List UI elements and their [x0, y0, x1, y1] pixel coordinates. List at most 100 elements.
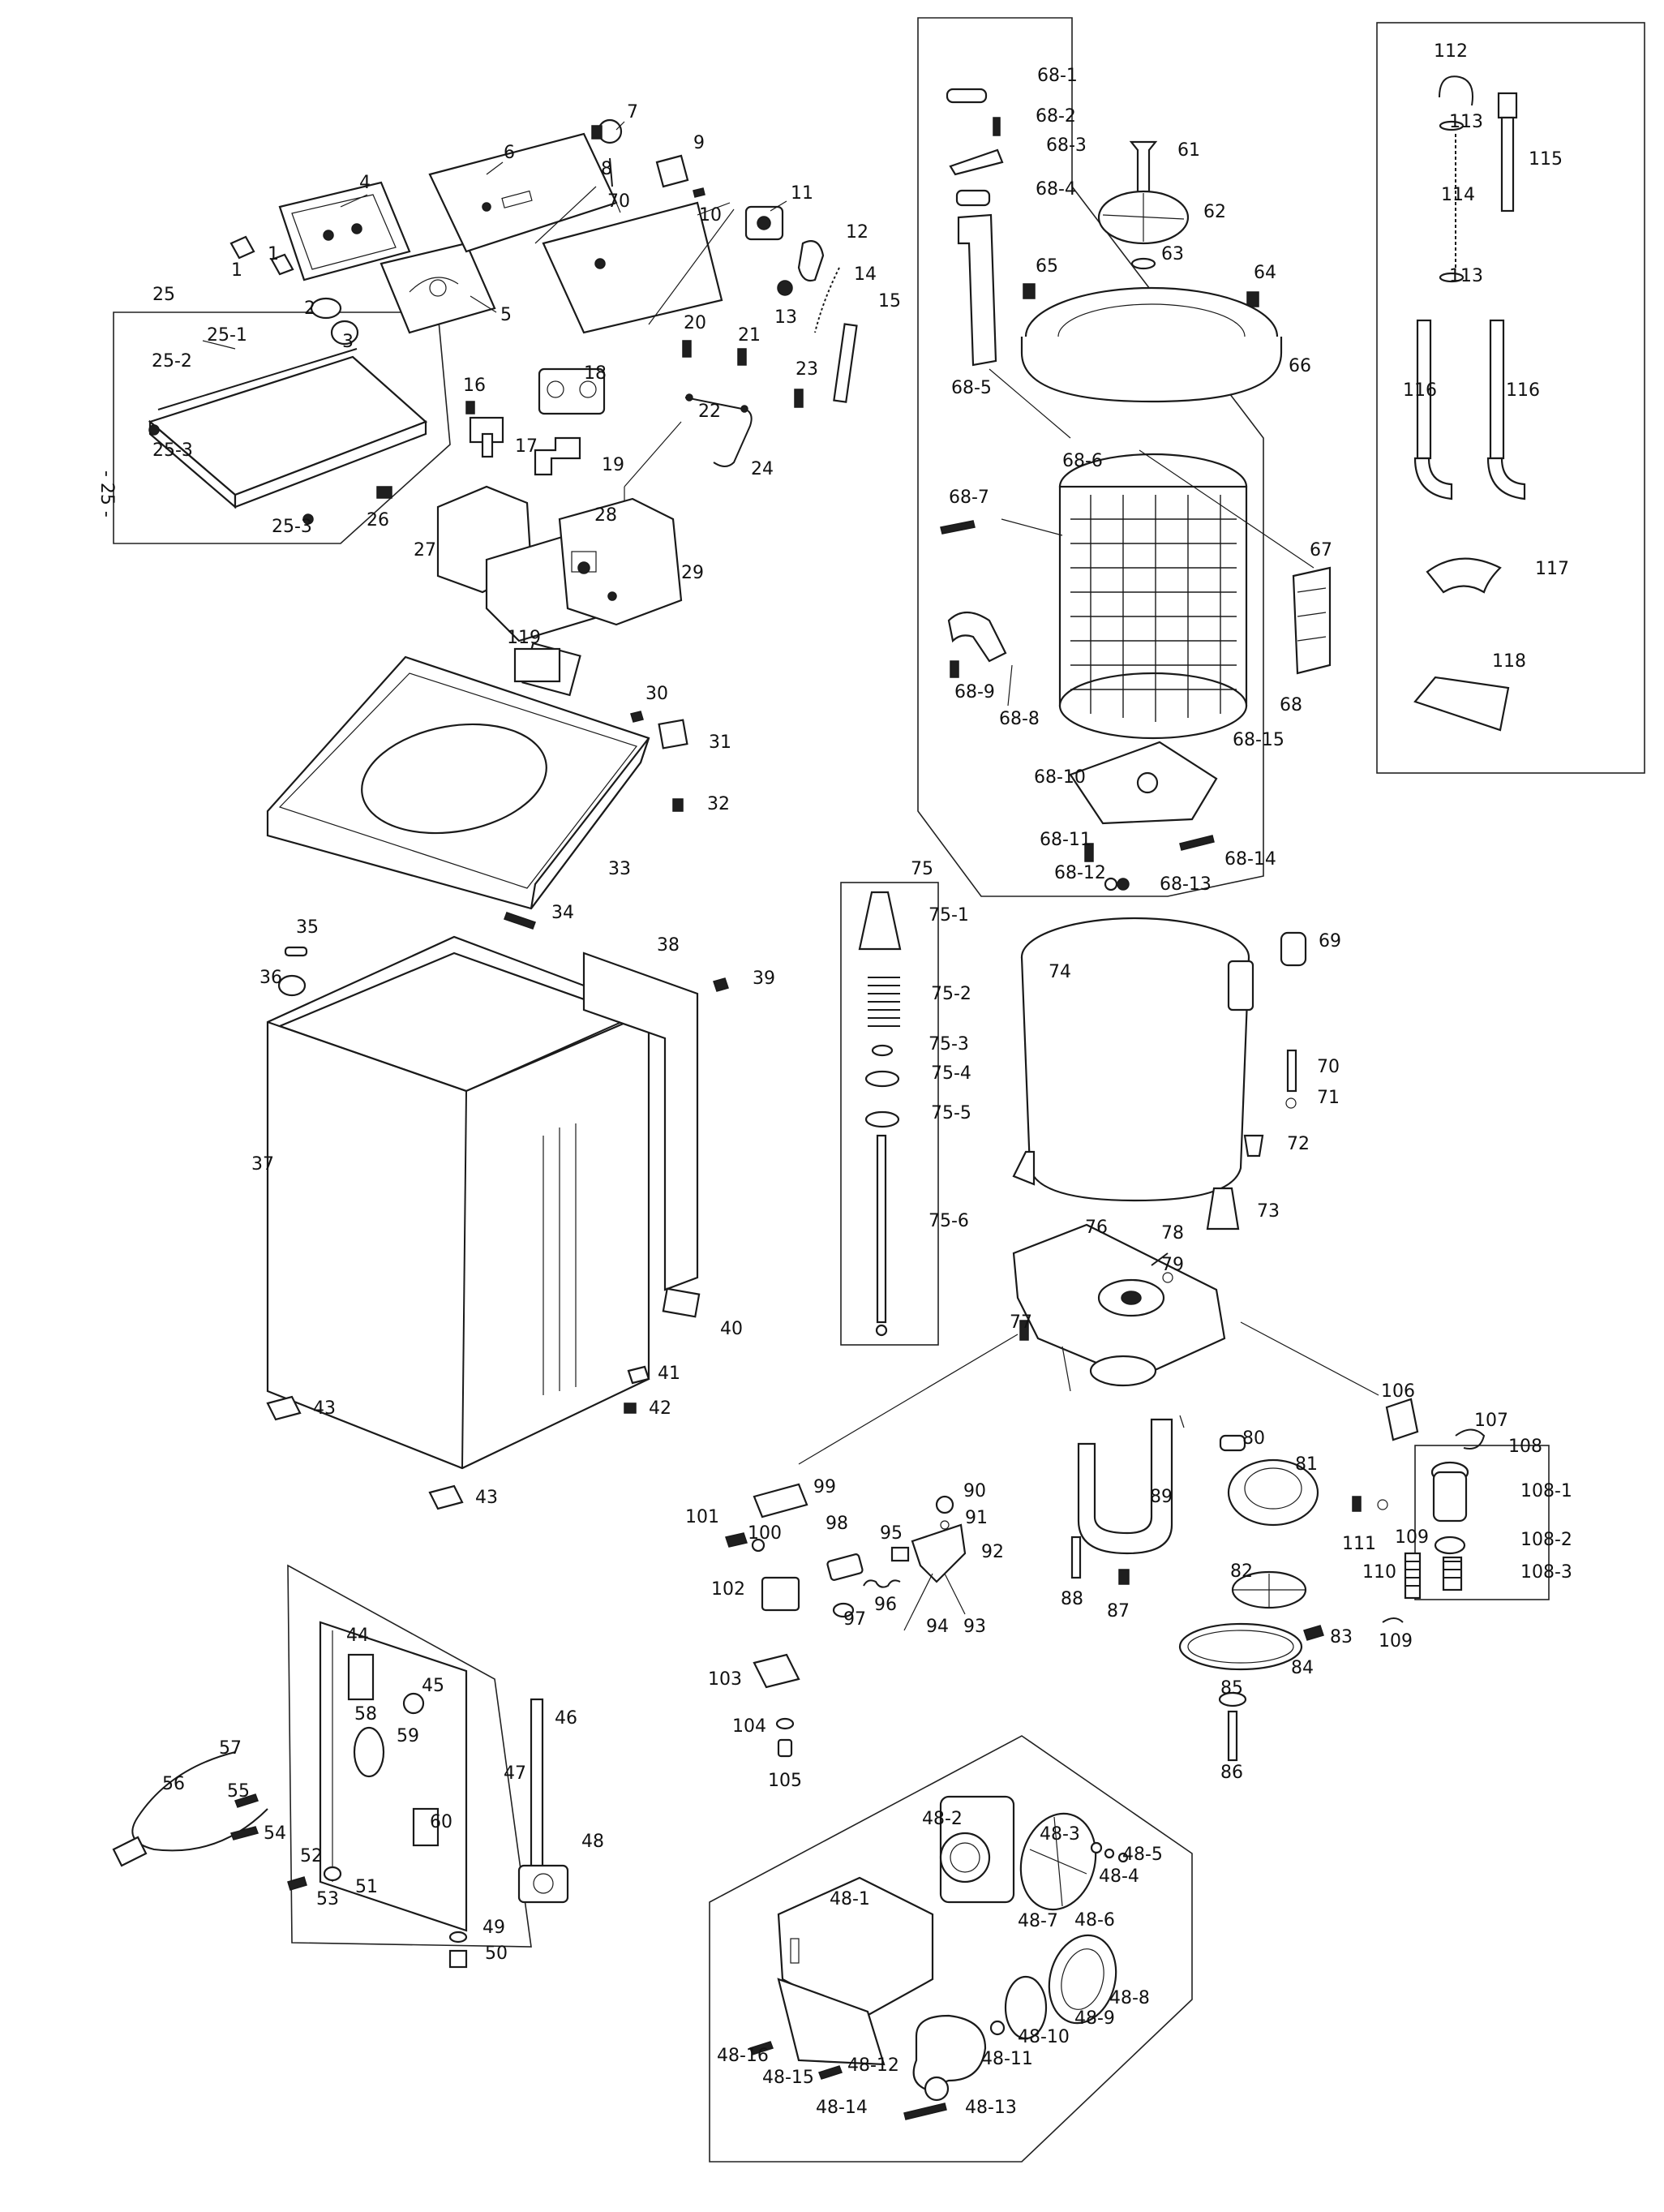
- part-label-p85: 85: [1220, 1678, 1243, 1699]
- part-label-p4: 4: [359, 173, 371, 193]
- part-label-p38: 38: [657, 935, 680, 956]
- part-label-p108-2: 108-2: [1520, 1530, 1572, 1550]
- part-label-p98: 98: [826, 1514, 848, 1534]
- part-label-p48-4: 48-4: [1099, 1866, 1139, 1887]
- part-label-p103: 103: [708, 1669, 742, 1690]
- part-label-p109b: 109: [1379, 1631, 1413, 1651]
- outer-tub: [1012, 917, 1307, 1231]
- rear-panel-assembly: [112, 1621, 569, 1969]
- part-label-p68-1: 68-1: [1037, 66, 1078, 86]
- part-label-p1a: 1: [231, 260, 242, 281]
- part-label-p113b: 113: [1449, 266, 1483, 286]
- suspension-group-boundary: [840, 882, 939, 1346]
- part-label-p24: 24: [751, 459, 774, 479]
- group-boundaries: [113, 17, 1645, 2163]
- part-label-p25-2: 25-2: [152, 351, 192, 372]
- pump-group-boundary: [709, 1735, 1193, 2163]
- part-label-p25-3a: 25-3: [152, 440, 193, 461]
- rear-panel-boundary: [287, 1564, 532, 1948]
- part-label-p108-1: 108-1: [1520, 1481, 1572, 1501]
- part-label-p55: 55: [227, 1781, 250, 1802]
- part-label-p25: 25: [152, 285, 175, 305]
- part-label-p48-11: 48-11: [981, 2049, 1033, 2069]
- part-label-p66: 66: [1289, 356, 1311, 376]
- part-label-p68-15: 68-15: [1233, 730, 1284, 750]
- part-label-p68: 68: [1280, 695, 1302, 715]
- part-label-p48-6: 48-6: [1074, 1910, 1115, 1931]
- part-label-p76: 76: [1085, 1218, 1108, 1238]
- part-label-p75-4: 75-4: [931, 1063, 971, 1084]
- part-label-p25-3b: 25-3: [272, 517, 312, 537]
- part-label-p48-13: 48-13: [965, 2098, 1017, 2118]
- part-label-p36: 36: [259, 968, 282, 988]
- part-label-p118: 118: [1492, 651, 1526, 672]
- part-label-p25side: - 25 -: [96, 470, 117, 518]
- part-label-p16: 16: [463, 376, 486, 396]
- part-label-p9: 9: [693, 133, 705, 153]
- inlet-valve-assembly: [465, 340, 804, 519]
- part-label-p93: 93: [963, 1617, 986, 1637]
- part-label-p28: 28: [594, 505, 617, 526]
- lid-group-boundary: [113, 311, 451, 544]
- part-label-p116a: 116: [1403, 380, 1437, 401]
- part-label-p32: 32: [707, 794, 730, 814]
- part-label-p68-12: 68-12: [1054, 863, 1106, 883]
- part-label-p59: 59: [397, 1726, 419, 1746]
- part-label-p48-8: 48-8: [1109, 1988, 1150, 2008]
- part-label-p68-2: 68-2: [1036, 106, 1076, 127]
- drain-valve-group-boundary: [1414, 1445, 1550, 1600]
- part-label-p15: 15: [878, 291, 901, 311]
- part-label-p48-7: 48-7: [1018, 1911, 1058, 1931]
- part-label-p112: 112: [1434, 41, 1468, 62]
- part-label-p51: 51: [355, 1877, 378, 1897]
- part-label-p68-4: 68-4: [1036, 179, 1076, 200]
- part-label-p92: 92: [981, 1542, 1004, 1562]
- part-label-p75: 75: [911, 859, 933, 879]
- part-label-p57: 57: [219, 1738, 242, 1759]
- part-label-p113a: 113: [1449, 112, 1483, 132]
- part-label-p82: 82: [1230, 1561, 1253, 1582]
- part-label-p48: 48: [581, 1832, 604, 1852]
- part-label-p48-10: 48-10: [1018, 2027, 1070, 2047]
- part-label-p27: 27: [414, 540, 436, 561]
- part-label-p77: 77: [1010, 1312, 1032, 1333]
- part-label-p5: 5: [500, 305, 512, 325]
- part-label-p101: 101: [685, 1507, 719, 1527]
- part-label-p6: 6: [504, 143, 515, 163]
- lid-assembly: [148, 340, 428, 525]
- part-label-p68-10: 68-10: [1034, 767, 1086, 788]
- part-label-p37: 37: [251, 1154, 274, 1175]
- part-label-p60: 60: [430, 1812, 452, 1832]
- part-label-p43b: 43: [475, 1488, 498, 1508]
- accessory-group-boundary: [1376, 22, 1645, 774]
- part-label-p68-6: 68-6: [1062, 451, 1103, 471]
- part-label-p99: 99: [813, 1477, 836, 1497]
- part-label-p31: 31: [709, 732, 731, 753]
- part-label-p115: 115: [1529, 149, 1563, 170]
- part-label-p75-2: 75-2: [931, 984, 971, 1004]
- part-label-p97: 97: [843, 1609, 866, 1630]
- suspension-rod: [858, 891, 902, 1337]
- part-label-p3: 3: [342, 332, 354, 352]
- part-label-p108-3: 108-3: [1520, 1562, 1572, 1583]
- part-label-p111: 111: [1342, 1534, 1376, 1554]
- part-label-p20: 20: [684, 313, 706, 333]
- part-label-p34: 34: [551, 903, 574, 923]
- part-label-p8: 8: [601, 159, 612, 179]
- part-label-p68-3: 68-3: [1046, 135, 1087, 156]
- part-label-p48-3: 48-3: [1040, 1824, 1080, 1845]
- part-label-p68-8: 68-8: [999, 709, 1040, 729]
- part-label-p80: 80: [1242, 1428, 1265, 1449]
- part-label-p90: 90: [963, 1481, 986, 1501]
- part-label-p70b: 70: [1317, 1057, 1340, 1077]
- part-label-p70a: 70: [607, 191, 630, 212]
- part-number-labels: 1123456789701011121314152525-125-225-325…: [96, 41, 1572, 2118]
- part-label-p23: 23: [796, 359, 818, 380]
- control-panel-assembly: [229, 118, 858, 403]
- part-label-p75-3: 75-3: [928, 1034, 969, 1054]
- part-label-p72: 72: [1287, 1134, 1310, 1154]
- part-label-p58: 58: [354, 1704, 377, 1725]
- drive-base: [798, 1223, 1379, 1762]
- part-label-p48-1: 48-1: [830, 1889, 870, 1909]
- part-label-p86: 86: [1220, 1763, 1243, 1783]
